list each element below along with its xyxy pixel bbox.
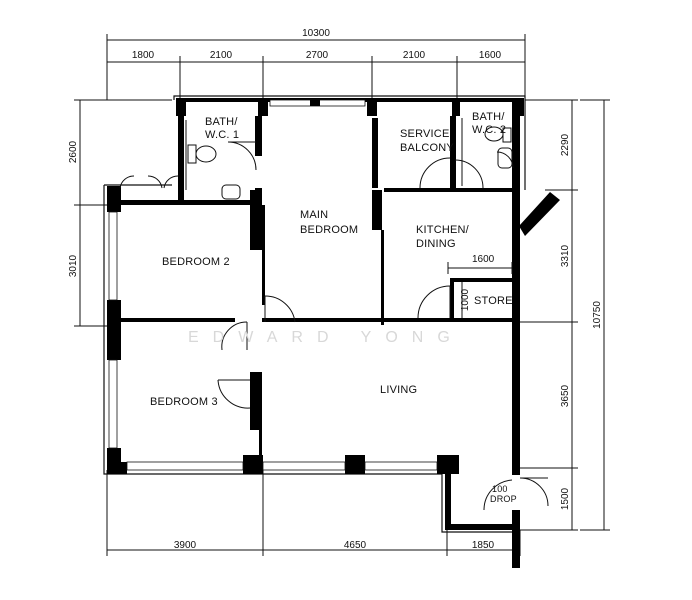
dim-top-3: 2700 bbox=[306, 50, 329, 61]
kitchen-label-1: KITCHEN/ bbox=[416, 224, 470, 236]
bath2-label-2: W.C. 2 bbox=[472, 124, 506, 136]
drop-label-1: 100 bbox=[492, 484, 508, 494]
bedroom2-label: BEDROOM 2 bbox=[162, 256, 230, 268]
dim-left-2: 3010 bbox=[68, 254, 79, 277]
dim-top-5: 1600 bbox=[479, 50, 502, 61]
bath1-label-2: W.C. 1 bbox=[205, 129, 239, 141]
drop-label-2: DROP bbox=[490, 494, 517, 504]
service-balcony-label-2: BALCONY bbox=[400, 142, 454, 154]
dim-top-total: 10300 bbox=[302, 28, 330, 39]
dim-right-3: 3650 bbox=[560, 384, 571, 407]
walls bbox=[107, 98, 560, 568]
main-bedroom-label-1: MAIN bbox=[300, 209, 328, 221]
store-label: STORE bbox=[474, 295, 513, 307]
dim-right-4: 1500 bbox=[560, 487, 571, 510]
watermark: EDWARD YONG bbox=[188, 329, 464, 346]
service-balcony-label-1: SERVICE bbox=[400, 128, 450, 140]
room-labels: BATH/ W.C. 1 SERVICE BALCONY BATH/ W.C. … bbox=[150, 111, 517, 504]
dim-bottom-2: 4650 bbox=[344, 540, 367, 551]
bath1-label-1: BATH/ bbox=[205, 116, 238, 128]
bedroom3-label: BEDROOM 3 bbox=[150, 396, 218, 408]
dim-right-2: 3310 bbox=[560, 244, 571, 267]
store-height-label: 1000 bbox=[460, 288, 471, 311]
dim-top-4: 2100 bbox=[403, 50, 426, 61]
fixtures bbox=[185, 118, 513, 318]
store-width-label: 1600 bbox=[472, 254, 495, 265]
dimension-labels: 10300 1800 2100 2700 2100 1600 3900 4650… bbox=[68, 28, 603, 551]
dim-bottom-3: 1850 bbox=[472, 540, 495, 551]
dim-bottom-1: 3900 bbox=[174, 540, 197, 551]
main-bedroom-label-2: BEDROOM bbox=[300, 224, 358, 236]
door-swings bbox=[119, 141, 549, 511]
dim-right-total: 10750 bbox=[592, 301, 603, 329]
dim-left-1: 2600 bbox=[68, 140, 79, 163]
kitchen-label-2: DINING bbox=[416, 238, 456, 250]
dim-right-1: 2290 bbox=[560, 133, 571, 156]
dim-top-1: 1800 bbox=[132, 50, 155, 61]
living-label: LIVING bbox=[380, 384, 417, 396]
dim-top-2: 2100 bbox=[210, 50, 233, 61]
bath2-label-1: BATH/ bbox=[472, 111, 505, 123]
